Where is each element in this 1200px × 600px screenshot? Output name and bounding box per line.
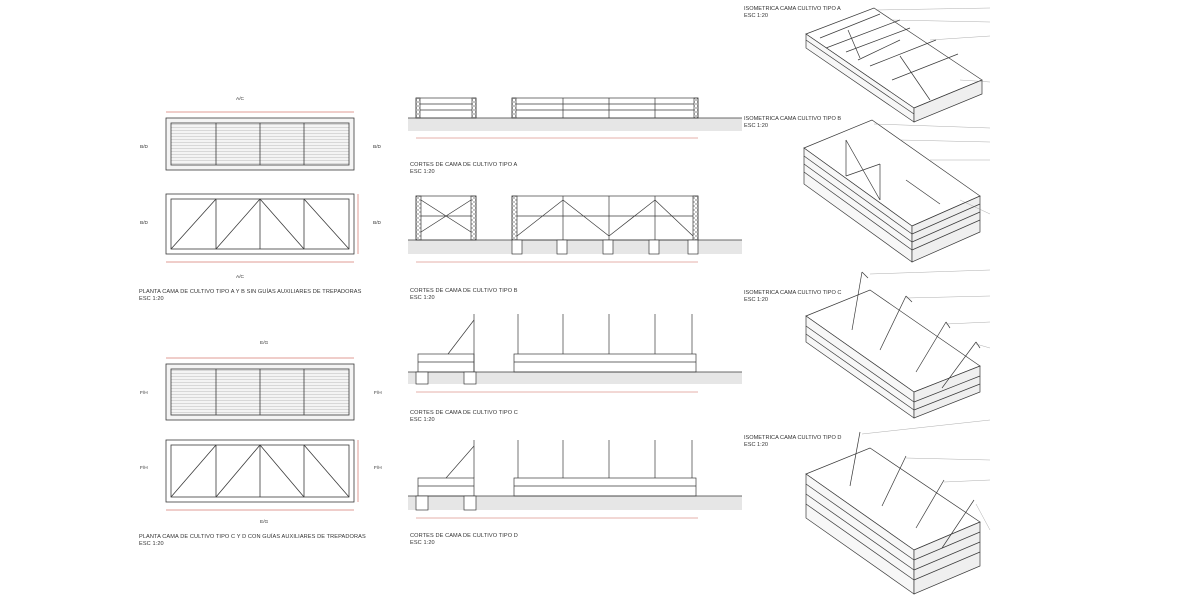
caption-iso-b-title: ISOMETRICA CAMA CULTIVO TIPO B xyxy=(744,116,842,122)
caption-iso-d-scale: ESC 1:20 xyxy=(744,442,768,448)
plan-ab-top xyxy=(165,111,355,171)
caption-cut-b: CORTES DE CAMA DE CULTIVO TIPO B ESC 1:2… xyxy=(410,288,518,302)
caption-plan-cd-title: PLANTA CAMA DE CULTIVO TIPO C Y D CON GU… xyxy=(139,534,366,540)
tag-eg-bottom: E/G xyxy=(260,520,269,525)
caption-plan-ab: PLANTA CAMA DE CULTIVO TIPO A Y B SIN GU… xyxy=(139,289,361,303)
caption-cut-c-scale: ESC 1:20 xyxy=(410,417,435,423)
isometric-a xyxy=(805,7,983,123)
tag-fh-left-2: F/H xyxy=(140,466,148,471)
caption-cut-a-title: CORTES DE CAMA DE CULTIVO TIPO A xyxy=(410,162,518,168)
caption-cut-d: CORTES DE CAMA DE CULTIVO TIPO D ESC 1:2… xyxy=(410,533,518,547)
tag-bd-left-2: B/D xyxy=(140,221,148,226)
caption-plan-cd-scale: ESC 1:20 xyxy=(139,541,164,547)
caption-plan-cd: PLANTA CAMA DE CULTIVO TIPO C Y D CON GU… xyxy=(139,534,366,548)
caption-plan-ab-scale: ESC 1:20 xyxy=(139,296,164,302)
caption-iso-d-title: ISOMETRICA CAMA CULTIVO TIPO D xyxy=(744,435,842,441)
tag-eg-top: E/G xyxy=(260,341,269,346)
caption-plan-ab-title: PLANTA CAMA DE CULTIVO TIPO A Y B SIN GU… xyxy=(139,289,362,295)
caption-iso-b-scale: ESC 1:20 xyxy=(744,123,768,129)
plan-cd-bottom xyxy=(165,439,359,511)
tag-bd-right-2: B/D xyxy=(373,221,381,226)
caption-iso-a: ISOMETRICA CAMA CULTIVO TIPO A ESC 1:20 xyxy=(744,6,841,20)
tag-fh-right-1: F/H xyxy=(374,391,382,396)
caption-iso-c: ISOMETRICA CAMA CULTIVO TIPO C ESC 1:20 xyxy=(744,290,841,304)
section-c xyxy=(408,314,742,393)
caption-iso-b: ISOMETRICA CAMA CULTIVO TIPO B ESC 1:20 xyxy=(744,116,841,130)
iso-leaders xyxy=(861,7,991,531)
section-a xyxy=(408,97,742,139)
caption-iso-a-title: ISOMETRICA CAMA CULTIVO TIPO A xyxy=(744,6,841,12)
isometric-b xyxy=(803,119,981,263)
isometric-c xyxy=(805,271,981,419)
caption-cut-b-scale: ESC 1:20 xyxy=(410,295,435,301)
caption-iso-a-scale: ESC 1:20 xyxy=(744,13,768,19)
caption-cut-d-scale: ESC 1:20 xyxy=(410,540,435,546)
caption-cut-b-title: CORTES DE CAMA DE CULTIVO TIPO B xyxy=(410,288,518,294)
plan-ab-bottom xyxy=(165,193,359,263)
tag-fh-right-2: F/H xyxy=(374,466,382,471)
tag-bd-left-1: B/D xyxy=(140,145,148,150)
caption-iso-c-title: ISOMETRICA CAMA CULTIVO TIPO C xyxy=(744,290,842,296)
plan-cd-top xyxy=(165,357,355,421)
caption-cut-a: CORTES DE CAMA DE CULTIVO TIPO A ESC 1:2… xyxy=(410,162,517,176)
tag-ac-bottom: A/C xyxy=(236,275,244,280)
caption-iso-d: ISOMETRICA CAMA CULTIVO TIPO D ESC 1:20 xyxy=(744,435,841,449)
caption-cut-d-title: CORTES DE CAMA DE CULTIVO TIPO D xyxy=(410,533,518,539)
tag-bd-right-1: B/D xyxy=(373,145,381,150)
caption-iso-c-scale: ESC 1:20 xyxy=(744,297,768,303)
caption-cut-c-title: CORTES DE CAMA DE CULTIVO TIPO C xyxy=(410,410,518,416)
tag-ac-top: A/C xyxy=(236,97,244,102)
section-d xyxy=(408,440,742,519)
section-b xyxy=(408,195,742,263)
caption-cut-c: CORTES DE CAMA DE CULTIVO TIPO C ESC 1:2… xyxy=(410,410,518,424)
isometric-d xyxy=(805,431,981,595)
tag-fh-left-1: F/H xyxy=(140,391,148,396)
caption-cut-a-scale: ESC 1:20 xyxy=(410,169,435,175)
